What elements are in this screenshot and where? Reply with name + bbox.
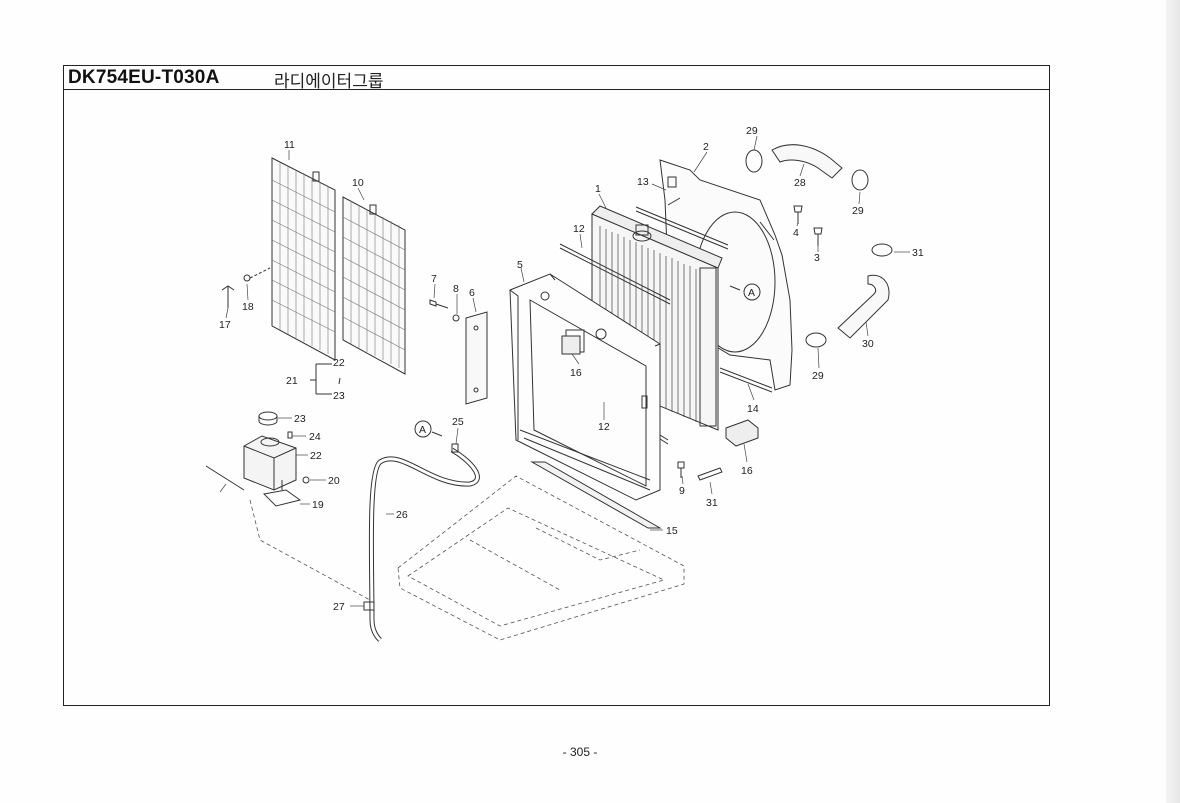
callout-4: 4	[793, 227, 799, 239]
callout-21: 21	[286, 375, 298, 387]
strip-15	[530, 461, 662, 529]
clamp-29-bottom	[805, 332, 827, 348]
bracket-19	[262, 480, 302, 507]
group-name: 라디에이터그룹	[274, 72, 384, 92]
rod-14	[719, 367, 773, 393]
clip-31-lower	[697, 467, 723, 481]
washer-8	[452, 314, 460, 322]
bolt-9	[677, 461, 685, 478]
callout-12-lower: 12	[598, 421, 610, 433]
callout-6: 6	[469, 287, 475, 299]
hose-30	[837, 274, 890, 339]
callout-1: 1	[595, 183, 601, 195]
callout-23-upper: 23	[333, 390, 345, 402]
callout-16-left: 16	[570, 367, 582, 379]
page-number: - 305 -	[562, 745, 598, 759]
clamp-29-right	[851, 169, 869, 191]
callout-26: 26	[396, 509, 408, 521]
callout-8: 8	[453, 283, 459, 295]
callout-29-right: 29	[852, 205, 864, 217]
latch-17	[221, 285, 235, 308]
callout-29-top: 29	[746, 125, 758, 137]
callout-14: 14	[747, 403, 759, 415]
bracket-6	[465, 311, 488, 405]
callout-30: 30	[862, 338, 874, 350]
clamp-29-top	[745, 149, 763, 173]
callout-15: 15	[666, 525, 678, 537]
bolt-7	[429, 299, 449, 309]
callout-29-bottom: 29	[812, 370, 824, 382]
callout-25: 25	[452, 416, 464, 428]
callout-11: 11	[284, 139, 295, 151]
callout-27: 27	[333, 601, 345, 613]
rod-13	[635, 206, 729, 250]
support-frame-5	[509, 273, 661, 501]
rod-12-upper	[559, 243, 671, 305]
screen-11	[271, 157, 336, 361]
cap-23	[258, 411, 278, 426]
callout-20: 20	[328, 475, 340, 487]
part-group-code: DK754EU-T030A	[68, 67, 220, 88]
arrow-A-left	[431, 431, 443, 437]
callout-labels: 11 10 1 2 13 12 5 6 8 7 16 12 14 16 9 31…	[219, 125, 924, 613]
callout-24: 24	[309, 431, 321, 443]
callout-23: 23	[294, 413, 306, 425]
clamp-31-top	[871, 243, 893, 257]
arrow-A-right	[729, 285, 741, 291]
callout-10: 10	[352, 177, 364, 189]
callout-12-upper: 12	[573, 223, 585, 235]
cap-parts-21	[310, 363, 341, 395]
pad-16-left	[561, 335, 581, 355]
svg-text:A: A	[419, 424, 426, 436]
callout-13: 13	[637, 176, 649, 188]
reference-marker-A-right: A	[743, 283, 761, 301]
bolt-4	[793, 205, 803, 224]
page-edge-shadow	[1166, 0, 1180, 803]
callout-31-lower: 31	[706, 497, 718, 509]
svg-text:A: A	[748, 287, 755, 299]
callout-3: 3	[814, 252, 820, 264]
title-bar: DK754EU-T030A 라디에이터그룹	[64, 66, 1049, 92]
callout-31-upper: 31	[912, 247, 924, 259]
diagram-frame: DK754EU-T030A 라디에이터그룹	[63, 65, 1050, 706]
leader-lines	[219, 135, 910, 607]
callout-28: 28	[794, 177, 806, 189]
reference-marker-A-left: A	[414, 420, 432, 438]
callout-22-upper: 22	[333, 357, 345, 369]
reservoir-tank-22	[243, 435, 297, 491]
pad-16-right	[725, 419, 759, 447]
callout-7: 7	[431, 273, 437, 285]
callout-9: 9	[679, 485, 685, 497]
callout-5: 5	[517, 259, 523, 271]
hose-26	[368, 447, 480, 642]
hose-32	[205, 465, 245, 491]
callout-19: 19	[312, 499, 324, 511]
hose-28	[771, 144, 843, 179]
callout-2: 2	[703, 141, 709, 153]
bolt-20	[302, 476, 310, 484]
screen-10	[342, 196, 406, 375]
base-plate	[249, 475, 685, 641]
washer-18	[243, 267, 271, 282]
bolt-3	[813, 227, 823, 246]
callout-16-right: 16	[741, 465, 753, 477]
callout-17: 17	[219, 319, 231, 331]
callout-22: 22	[310, 450, 322, 462]
bolt-24	[287, 431, 293, 439]
callout-18: 18	[242, 301, 254, 313]
